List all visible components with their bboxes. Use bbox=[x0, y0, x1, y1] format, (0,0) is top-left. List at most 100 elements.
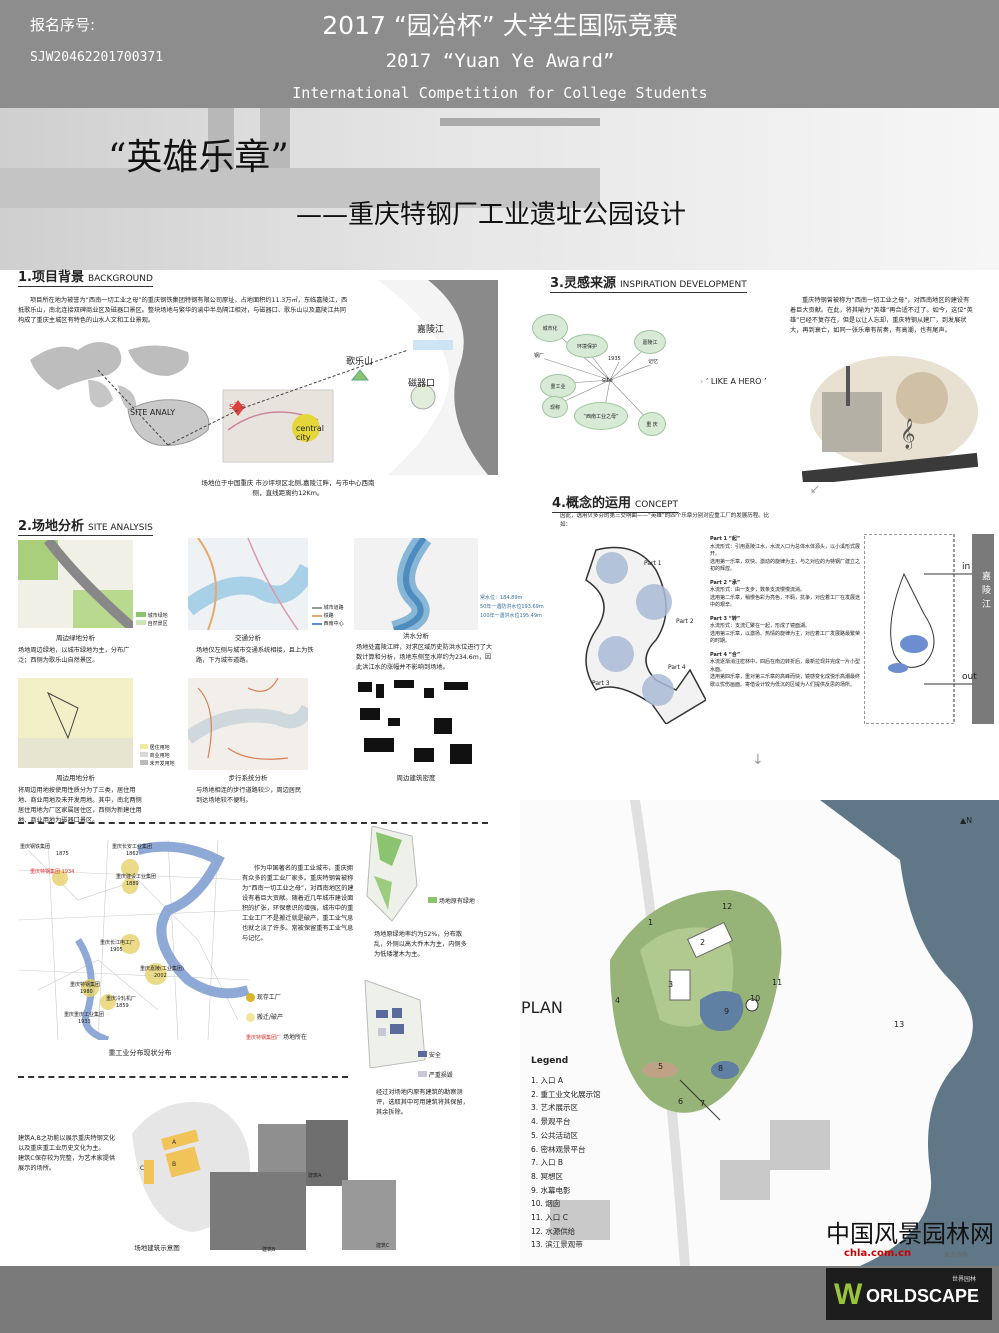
flood-legend: 常水位：184.89m 50年一遇防洪水位193.69m 100年一遇洪水位19… bbox=[480, 595, 544, 619]
legend-item: 3. 艺术展示区 bbox=[531, 1103, 579, 1113]
competition-title-en: 2017 “Yuan Ye Award” bbox=[385, 50, 615, 72]
industry-paragraph: 作为中国著名的重工业城市，重庆拥有众多的重工业厂家多。重庆特钢曾被称为“西南一切… bbox=[242, 865, 354, 942]
building-density-map bbox=[354, 678, 478, 770]
photo-caption-a: 建筑A bbox=[308, 1173, 322, 1179]
legend-item: 12. 水源供给 bbox=[531, 1226, 576, 1236]
legend-item: 6. 密林观景平台 bbox=[531, 1144, 586, 1154]
part4-marker: Part 4 bbox=[668, 664, 686, 671]
mindmap-node: 环境保护 bbox=[566, 334, 608, 358]
surrounding-text: 将周边用地按使用性质分为了三类，居住用地、商业用地及未开发用地。其中，南北两侧居… bbox=[18, 787, 142, 824]
competition-subtitle-en: International Competition for College St… bbox=[292, 84, 708, 102]
building-legend: 安全 严重损毁 bbox=[418, 1046, 453, 1086]
site-green-label: 场地原有绿地 bbox=[428, 896, 475, 905]
plan-marker: 7 bbox=[700, 1099, 706, 1108]
green-caption: 周边绿地分析 bbox=[56, 634, 95, 642]
svg-text:𝄞: 𝄞 bbox=[900, 418, 915, 450]
main-title: “英雄乐章” bbox=[108, 137, 289, 178]
walking-text: 与场地相连的步行道路较少，周边居民到达场地较不便利。 bbox=[196, 787, 302, 804]
north-arrow: ▲N bbox=[960, 816, 973, 825]
plan-marker: 12 bbox=[722, 902, 733, 911]
ciqikou-label: 磁器口 bbox=[408, 379, 436, 389]
photo-building-b bbox=[210, 1172, 306, 1250]
factory-silhouette bbox=[0, 168, 600, 208]
concept-parts: Part 1 “起”水流形式：引用嘉陵江水，水流入口为总体水体源头，以小溪形式展… bbox=[710, 536, 862, 689]
hero-collage: 𝄞 bbox=[801, 352, 979, 486]
plan-marker: 3 bbox=[668, 980, 674, 989]
mindmap-node: 重工业 bbox=[540, 374, 576, 398]
building-condition-diagram bbox=[360, 979, 430, 1069]
worldscape-text: ORLDSCAPE bbox=[866, 1286, 980, 1306]
legend-item: 13. 滨江景观带 bbox=[531, 1240, 583, 1250]
chimney-shape bbox=[208, 108, 234, 178]
legend-item: 4. 景观平台 bbox=[531, 1117, 571, 1127]
plan-marker: 1 bbox=[648, 918, 654, 927]
plan-marker: 8 bbox=[718, 1064, 724, 1073]
part1-block: Part 1 “起”水流形式：引用嘉陵江水，水流入口为总体水体源头，以小溪形式展… bbox=[710, 536, 861, 572]
site-analy-label: SITE ANALY bbox=[130, 408, 176, 417]
worldscape-logo: W ORLDSCAPE 世界园林 bbox=[826, 1268, 992, 1320]
registration-number: SJW20462201700371 bbox=[30, 50, 164, 65]
like-a-hero-label: › ‘ LIKE A HERO ’ bbox=[700, 377, 767, 386]
green-text: 场地周边绿地，以城市绿地为主，分布广泛；西侧为歌乐山自然景区。 bbox=[18, 647, 130, 664]
chla-url: chla.com.cn bbox=[844, 1248, 912, 1259]
section3-paragraph: 重庆特钢曾被称为“西南一切工业之母”，对西南地区的建设有着巨大贡献。在此，将其喻… bbox=[790, 297, 973, 334]
location-map bbox=[18, 280, 498, 475]
mindmap-node: 记忆 bbox=[648, 358, 659, 365]
walking-map bbox=[188, 678, 308, 770]
industry-caption: 重工业分布现状分布 bbox=[108, 1049, 172, 1057]
legend-title: Legend bbox=[531, 1056, 569, 1066]
gele-mountain-label: 歌乐山 bbox=[346, 357, 374, 367]
part1-marker: Part 1 bbox=[644, 560, 662, 567]
industry-label-red: 重庆特钢集团 1934 bbox=[30, 869, 75, 875]
photo-building-a-detail bbox=[306, 1120, 348, 1186]
photo-building-c bbox=[342, 1180, 396, 1250]
hero-band: “英雄乐章” ——重庆特钢厂工业遗址公园设计 bbox=[0, 108, 999, 270]
mindmap-node: 重 庆 bbox=[638, 412, 666, 436]
section4-intro: 因此，选用贝多芬的第三交响曲——“英雄”的四个乐章分别对应重工厂的发展历程。比如… bbox=[560, 513, 770, 528]
competition-title-cn: 2017 “园冶杯” 大学生国际竞赛 bbox=[322, 11, 678, 40]
flow-in-label: in bbox=[962, 562, 971, 572]
plan-marker: 9 bbox=[724, 1007, 730, 1016]
legend-item: 9. 水幕电影 bbox=[531, 1185, 571, 1195]
legend-item: 1. 入口 A bbox=[531, 1076, 564, 1085]
walking-caption: 步行系统分析 bbox=[228, 774, 268, 782]
north-arrow-icon: ▲ bbox=[960, 816, 967, 825]
site-building-caption: 场地建筑示意图 bbox=[134, 1244, 180, 1252]
surrounding-caption: 周边用地分析 bbox=[56, 774, 95, 782]
master-plan bbox=[520, 800, 999, 1266]
flood-text: 场地处嘉陵江畔，对求区域历史防洪水位进行了大数计算和分析，场地东侧至水岸约为23… bbox=[356, 644, 493, 671]
surrounding-legend: 居住用地 商业用地 未开发用地 bbox=[140, 744, 175, 768]
header-bar: 报名序号: SJW20462201700371 2017 “园冶杯” 大学生国际… bbox=[0, 0, 999, 108]
legend-item: 2. 重工业文化展示馆 bbox=[531, 1089, 601, 1099]
subtitle: ——重庆特钢厂工业遗址公园设计 bbox=[296, 200, 687, 230]
building-function-text: 建筑A,B之功能以展示重庆特钢文化以及重庆重工业历史文化为主。 建筑C保存较为完… bbox=[18, 1135, 116, 1172]
arrow-down-icon: ↓ bbox=[752, 752, 764, 768]
legend-item: 7. 入口 B bbox=[531, 1158, 564, 1168]
building-text: 经过对场地内原有建筑的勘察测评，选取其中可用建筑将其保留，其余拆除。 bbox=[376, 1089, 469, 1116]
industry-distribution-map bbox=[17, 839, 251, 1044]
photo-building-a bbox=[258, 1124, 306, 1172]
divider bbox=[18, 822, 488, 824]
part2-marker: Part 2 bbox=[676, 618, 694, 625]
part4-block: Part 4 “合”水流逐渐消注密林中，四后在南边转折后，最新拉现并完成一片小型… bbox=[710, 651, 861, 688]
mindmap-node: 1935 bbox=[608, 356, 621, 362]
legend-item: 11. 入口 C bbox=[531, 1213, 568, 1223]
jialing-river-label: 嘉陵江 bbox=[417, 325, 445, 335]
surrounding-land-map bbox=[18, 678, 133, 768]
worldscape-w: W bbox=[834, 1278, 863, 1311]
water-flow-diagram bbox=[863, 533, 994, 725]
part3-block: Part 3 “转”水流形式：支流汇聚在一起，形成了镜面湖。 选用第三乐章，以激… bbox=[710, 615, 861, 645]
site-green-diagram bbox=[362, 825, 422, 926]
chla-sub: 官方合作 bbox=[944, 1252, 969, 1259]
river-label: 嘉陵江 bbox=[982, 572, 992, 610]
chla-logo: 中国风景园林网 bbox=[826, 1220, 994, 1248]
section1-caption: 场地位于中国重庆 市沙坪坝区北侧,嘉陵江畔，与市中心西南侧，直线距离约12Km。 bbox=[201, 479, 375, 497]
plan-marker: 13 bbox=[894, 1020, 905, 1029]
divider-2 bbox=[18, 1076, 348, 1078]
